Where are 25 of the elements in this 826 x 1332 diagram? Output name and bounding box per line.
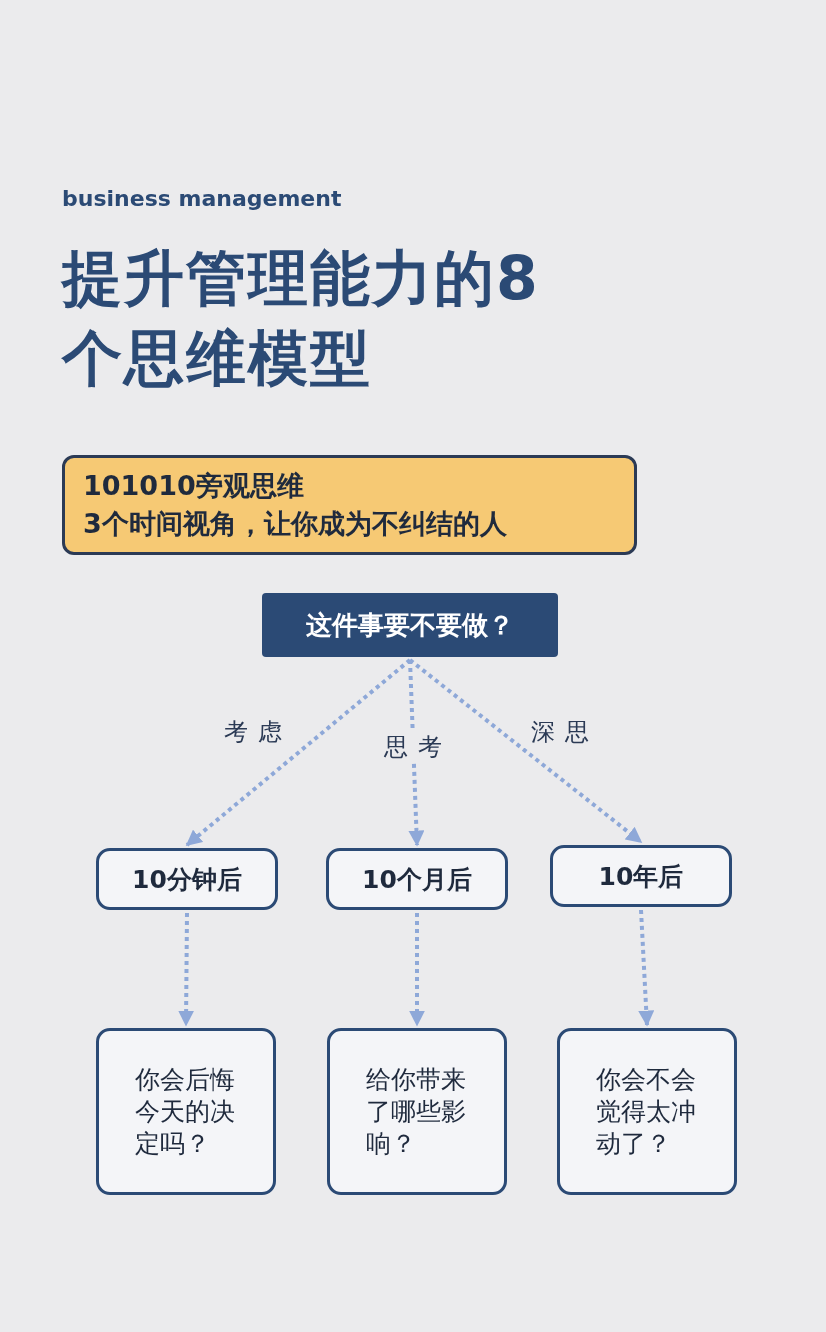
dashed-arrow	[185, 658, 412, 847]
dashed-arrow	[408, 659, 425, 847]
dashed-arrow	[409, 913, 425, 1027]
intro-text: 101010旁观思维	[83, 469, 304, 503]
title: 提升管理能力的8个思维模型	[62, 242, 541, 395]
answer-box	[557, 1028, 737, 1195]
answer-box	[327, 1028, 507, 1195]
time-text: 10年后	[598, 860, 684, 893]
question-text: 这件事要不要做？	[306, 608, 514, 642]
subtitle: business management	[62, 186, 342, 211]
question-box	[262, 593, 558, 657]
answer-text: 给你带来了哪些影响？	[365, 1063, 467, 1160]
dashed-arrow	[178, 912, 195, 1027]
time-box	[326, 848, 508, 910]
dashed-arrow	[638, 909, 655, 1027]
time-box	[550, 845, 732, 907]
time-text: 10个月后	[362, 863, 472, 896]
answer-text: 你会不会觉得太冲动了？	[595, 1063, 697, 1160]
answer-text: 你会后悔今天的决定吗？	[134, 1063, 236, 1160]
intro-text: 3个时间视角，让你成为不纠结的人	[83, 507, 507, 541]
time-text: 10分钟后	[132, 863, 242, 896]
intro-box	[62, 455, 637, 555]
dashed-arrow	[408, 658, 643, 844]
answer-box	[96, 1028, 276, 1195]
time-box	[96, 848, 278, 910]
